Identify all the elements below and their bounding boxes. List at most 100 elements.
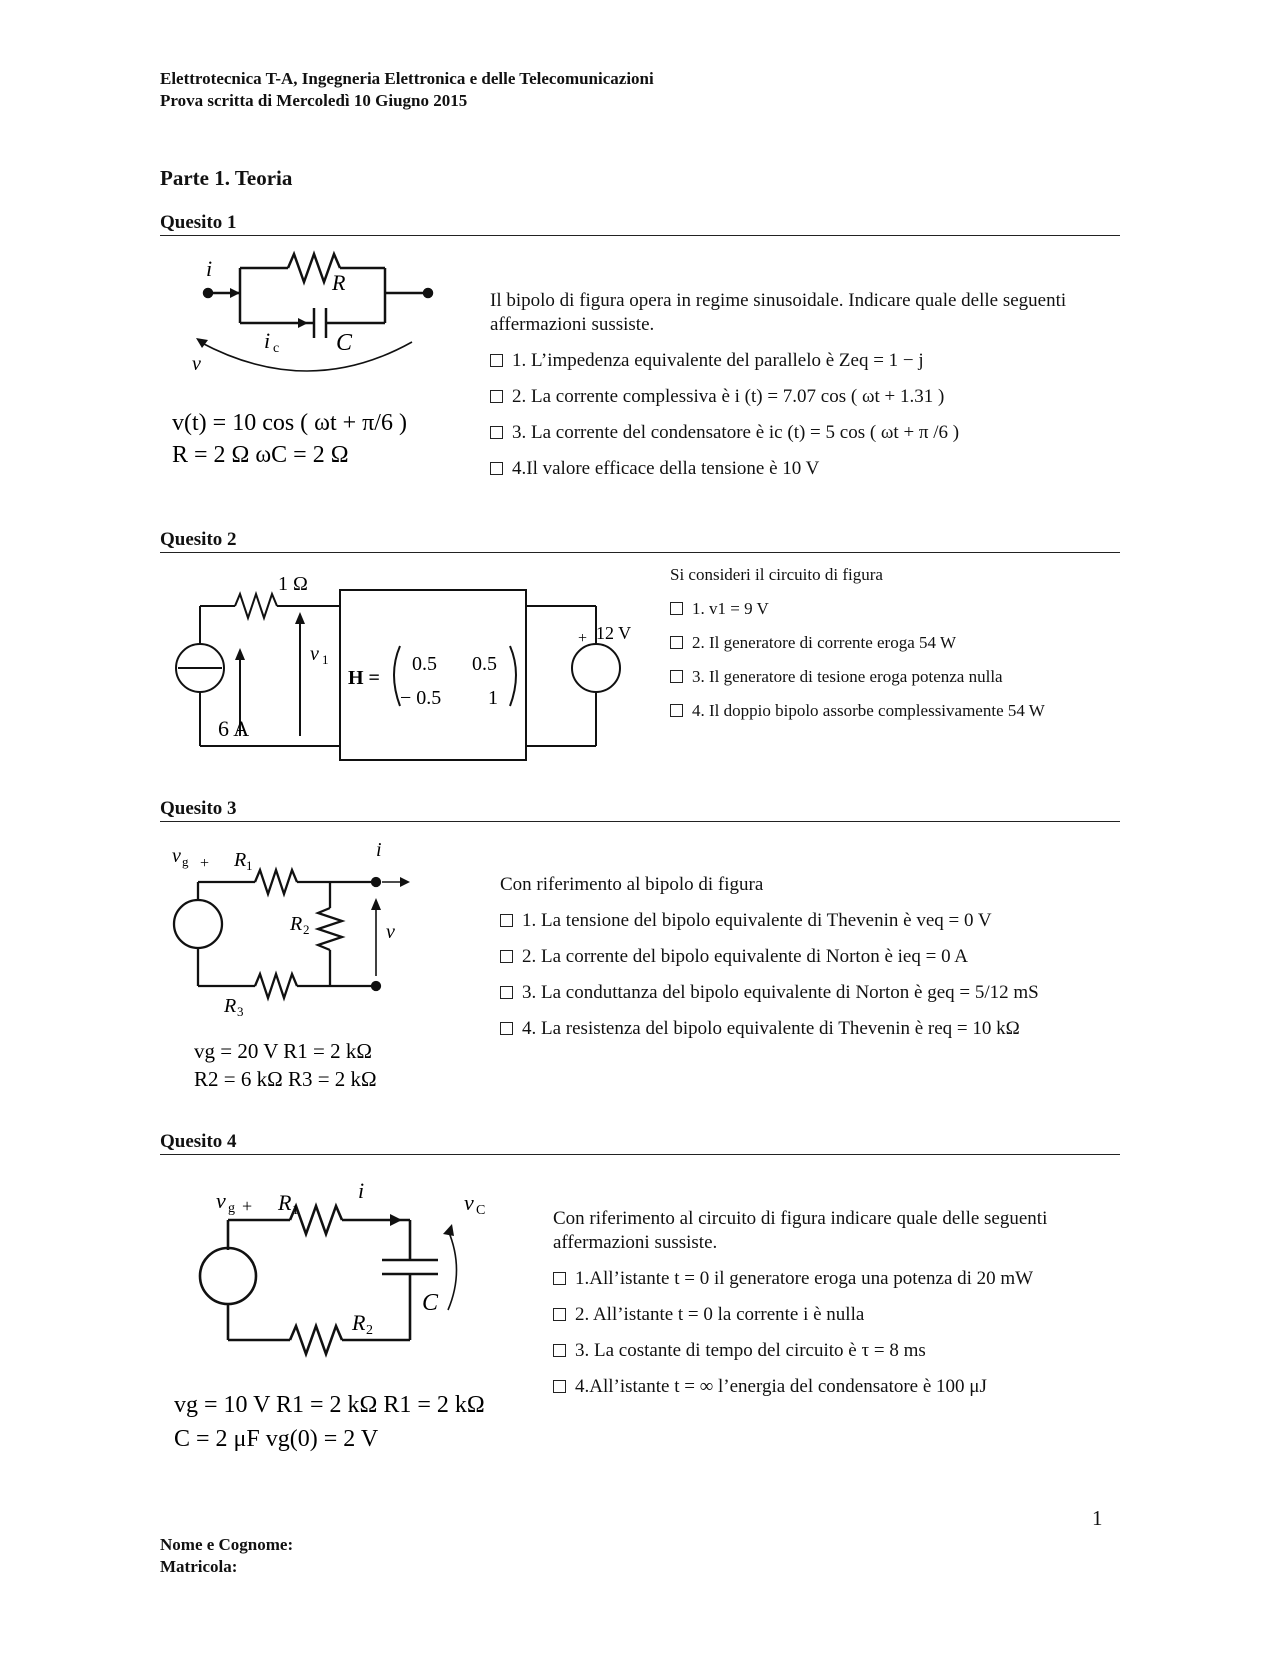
q4-question: Con riferimento al circuito di figura in… <box>553 1207 1123 1399</box>
q4-fig-c: C <box>422 1290 439 1316</box>
checkbox[interactable] <box>553 1344 566 1357</box>
q3-fig-plus: + <box>200 855 209 872</box>
q3-fig-r1-sub: 1 <box>246 858 253 873</box>
q2-fig-v1: v <box>310 643 319 665</box>
q4-fig-r2: R <box>351 1310 366 1335</box>
checkbox[interactable] <box>500 950 513 963</box>
q4-option-3[interactable]: 3. La costante di tempo del circuito è τ… <box>553 1339 1123 1363</box>
q4-option-2-label: 2. All’istante t = 0 la corrente i è nul… <box>575 1304 865 1325</box>
q4-fig-vg: v <box>216 1188 226 1213</box>
q1-fig-label-i: i <box>206 256 212 281</box>
q2-fig-voltage: 12 V <box>596 623 631 643</box>
q2-fig-m22: 1 <box>488 687 498 709</box>
q2-option-3[interactable]: 3. Il generatore di tesione eroga potenz… <box>670 666 1120 688</box>
page-number: 1 <box>1092 1506 1103 1530</box>
q3-circuit-figure: v g + R 1 R 2 R 3 i v vg = 20 V R1 = 2 k… <box>172 839 410 1091</box>
q2-fig-m21: − 0.5 <box>400 687 441 709</box>
q4-fig-eq2: C = 2 μF vg(0) = 2 V <box>174 1426 379 1452</box>
q3-title: Quesito 3 <box>160 798 237 819</box>
q4-option-2[interactable]: 2. All’istante t = 0 la corrente i è nul… <box>553 1303 1123 1327</box>
q4-fig-r2-sub: 2 <box>366 1323 373 1338</box>
q4-fig-vg-sub: g <box>228 1201 235 1216</box>
q2-question: Si consideri il circuito di figura 1. v1… <box>670 564 1120 722</box>
q2-option-1-label: 1. v1 = 9 V <box>692 599 769 618</box>
q2-intro: Si consideri il circuito di figura <box>670 565 883 584</box>
q1-option-4[interactable]: 4.Il valore efficace della tensione è 10… <box>490 457 1100 481</box>
checkbox[interactable] <box>500 914 513 927</box>
section-title: Parte 1. Teoria <box>160 166 293 190</box>
checkbox[interactable] <box>670 602 683 615</box>
q3-fig-eq2: R2 = 6 kΩ R3 = 2 kΩ <box>194 1067 377 1091</box>
q3-option-1[interactable]: 1. La tensione del bipolo equivalente di… <box>500 909 1120 933</box>
q4-option-4[interactable]: 4.All’istante t = ∞ l’energia del conden… <box>553 1375 1123 1399</box>
q3-fig-r3-sub: 3 <box>237 1004 244 1019</box>
q3-intro: Con riferimento al bipolo di figura <box>500 874 764 895</box>
q2-option-3-label: 3. Il generatore di tesione eroga potenz… <box>692 667 1003 686</box>
q3-fig-v: v <box>386 921 395 943</box>
q4-fig-r1: R <box>277 1190 292 1215</box>
q1-fig-label-ic-sub: c <box>273 341 279 356</box>
checkbox[interactable] <box>553 1308 566 1321</box>
q4-title: Quesito 4 <box>160 1131 237 1152</box>
checkbox[interactable] <box>500 986 513 999</box>
checkbox[interactable] <box>490 462 503 475</box>
q1-fig-eq2: R = 2 Ω ωC = 2 Ω <box>172 442 349 468</box>
q3-fig-vg: v <box>172 845 181 867</box>
checkbox[interactable] <box>500 1022 513 1035</box>
q3-fig-r2-sub: 2 <box>303 922 310 937</box>
q4-fig-vc: v <box>464 1190 474 1215</box>
checkbox[interactable] <box>490 390 503 403</box>
exam-date: Prova scritta di Mercoledì 10 Giugno 201… <box>160 91 468 110</box>
checkbox[interactable] <box>670 636 683 649</box>
q1-fig-label-v: v <box>192 353 201 375</box>
q3-option-1-label: 1. La tensione del bipolo equivalente di… <box>522 910 992 931</box>
q2-option-2[interactable]: 2. Il generatore di corrente eroga 54 W <box>670 632 1120 654</box>
q2-option-4-label: 4. Il doppio bipolo assorbe complessivam… <box>692 701 1045 720</box>
q4-option-1-label: 1.All’istante t = 0 il generatore eroga … <box>575 1268 1034 1289</box>
q3-fig-r2: R <box>289 913 302 935</box>
q2-title: Quesito 2 <box>160 529 237 550</box>
q1-title: Quesito 1 <box>160 212 237 233</box>
q3-fig-r1: R <box>233 849 246 871</box>
q1-circuit-figure: i R i c C v v(t) = 10 cos ( ωt + π/6 ) R… <box>172 250 434 468</box>
checkbox[interactable] <box>490 426 503 439</box>
q4-circuit-figure: v g + R 1 i v C C R 2 vg = 10 V R1 = 2 k… <box>174 1180 485 1452</box>
q3-option-4-label: 4. La resistenza del bipolo equivalente … <box>522 1018 1020 1039</box>
q4-fig-plus: + <box>242 1196 252 1216</box>
q1-option-1[interactable]: 1. L’impedenza equivalente del parallelo… <box>490 349 1100 373</box>
q1-option-1-label: 1. L’impedenza equivalente del parallelo… <box>512 350 924 371</box>
q3-divider <box>160 821 1120 822</box>
checkbox[interactable] <box>553 1272 566 1285</box>
checkbox[interactable] <box>490 354 503 367</box>
name-field-label: Nome e Cognome: <box>160 1535 294 1554</box>
q3-fig-i: i <box>376 839 382 861</box>
checkbox[interactable] <box>553 1380 566 1393</box>
q4-option-3-label: 3. La costante di tempo del circuito è τ… <box>575 1340 926 1361</box>
q2-fig-v1-sub: 1 <box>322 652 329 667</box>
q2-divider <box>160 552 1120 553</box>
q4-fig-eq1: vg = 10 V R1 = 2 kΩ R1 = 2 kΩ <box>174 1392 485 1418</box>
q3-option-3[interactable]: 3. La conduttanza del bipolo equivalente… <box>500 981 1120 1005</box>
q2-circuit-figure: 1 Ω v 1 H = 0.5 0.5 − 0.5 1 6 A + 12 V <box>175 573 631 761</box>
q1-option-3[interactable]: 3. La corrente del condensatore è ic (t)… <box>490 421 1100 445</box>
checkbox[interactable] <box>670 670 683 683</box>
id-field-label: Matricola: <box>160 1557 238 1576</box>
q2-option-4[interactable]: 4. Il doppio bipolo assorbe complessivam… <box>670 700 1120 722</box>
q3-option-4[interactable]: 4. La resistenza del bipolo equivalente … <box>500 1017 1120 1041</box>
q1-option-2-label: 2. La corrente complessiva è i (t) = 7.0… <box>512 386 945 407</box>
q4-fig-i: i <box>358 1180 364 1203</box>
q2-option-1[interactable]: 1. v1 = 9 V <box>670 598 1120 620</box>
q4-divider <box>160 1154 1120 1155</box>
student-info: Nome e Cognome: Matricola: <box>160 1534 293 1578</box>
q1-fig-label-ic: i <box>264 328 270 353</box>
q3-fig-eq1: vg = 20 V R1 = 2 kΩ <box>194 1039 372 1063</box>
q2-fig-m12: 0.5 <box>472 653 497 675</box>
q3-option-2[interactable]: 2. La corrente del bipolo equivalente di… <box>500 945 1120 969</box>
q4-option-1[interactable]: 1.All’istante t = 0 il generatore eroga … <box>553 1267 1123 1291</box>
q3-fig-r3: R <box>223 995 236 1017</box>
q1-option-2[interactable]: 2. La corrente complessiva è i (t) = 7.0… <box>490 385 1100 409</box>
q2-fig-h: H = <box>348 667 380 689</box>
q2-option-2-label: 2. Il generatore di corrente eroga 54 W <box>692 633 957 652</box>
checkbox[interactable] <box>670 704 683 717</box>
q1-option-3-label: 3. La corrente del condensatore è ic (t)… <box>512 422 960 443</box>
